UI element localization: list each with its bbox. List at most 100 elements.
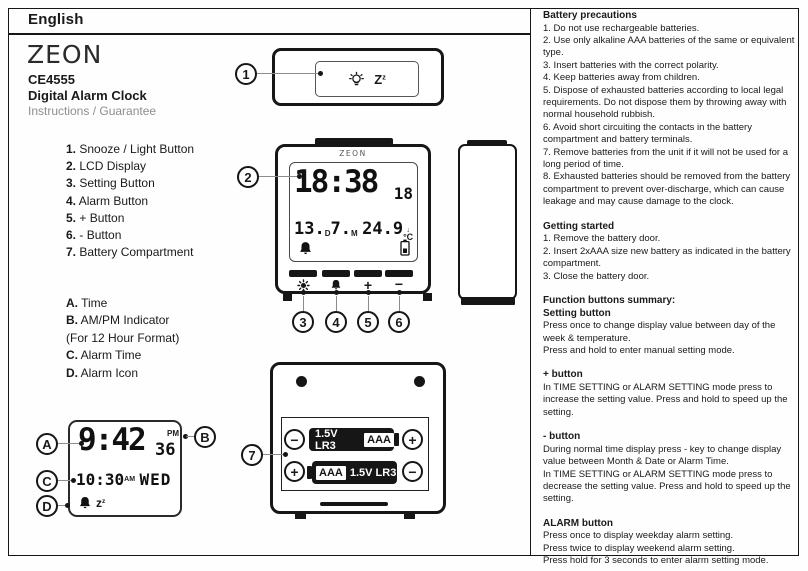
leader-3 bbox=[303, 296, 305, 311]
leader-dot-c bbox=[71, 478, 76, 483]
alarm-button-bar bbox=[322, 270, 350, 277]
part-item-1: 1. Snooze / Light Button bbox=[66, 142, 195, 156]
side-snooze-tab bbox=[467, 140, 507, 147]
lcd-detail-diagram: 9:42 PM 36 10:30AM WED zz bbox=[68, 420, 182, 517]
alarm-button-title: ALARM button bbox=[543, 517, 613, 529]
legend-item-d: D. Alarm Icon bbox=[66, 365, 139, 380]
leader-dot-5 bbox=[366, 290, 371, 295]
temp-trend-arrow-icon: ↓ bbox=[406, 227, 410, 234]
detail-seconds: 36 bbox=[155, 440, 176, 460]
setting-button-bar bbox=[289, 270, 317, 277]
alarm-time-row: 10:30AM WED bbox=[76, 470, 172, 489]
part-item-5: 5. + Button bbox=[66, 210, 125, 225]
setting-button-line-1: Press once to change display value betwe… bbox=[543, 320, 776, 344]
front-snooze-tab bbox=[315, 138, 393, 147]
battery-precautions-title: Battery precautions bbox=[543, 10, 637, 21]
plus-button-bar bbox=[354, 270, 382, 277]
front-logo: ZEON bbox=[339, 149, 367, 158]
leader-c bbox=[58, 480, 73, 482]
battery-door-slot bbox=[320, 502, 388, 506]
leader-dot-b bbox=[183, 434, 188, 439]
getting-started-3: 3. Close the battery door. bbox=[543, 270, 650, 282]
leader-b bbox=[186, 436, 195, 438]
leader-dot-3 bbox=[301, 290, 306, 295]
front-lcd-seconds: 18 bbox=[393, 184, 413, 203]
battery-precaution-8: 8. Exhausted batteries should be removed… bbox=[543, 171, 791, 208]
polarity-plus-2: + bbox=[284, 461, 305, 482]
part-item-6: 6. - Button bbox=[66, 227, 122, 242]
setting-button-line-2: Press and hold to enter manual setting m… bbox=[543, 344, 735, 356]
callout-b: B bbox=[194, 426, 216, 448]
snooze-light-button: Zz bbox=[315, 61, 419, 97]
front-lcd-date-row: 13.D7.M 24.9↓°C bbox=[294, 219, 414, 242]
leader-a bbox=[58, 443, 81, 445]
callout-4: 4 bbox=[325, 311, 347, 333]
leader-dot-7 bbox=[283, 452, 288, 457]
header-rule bbox=[8, 33, 531, 35]
display-legend: A. Time B. AM/PM Indicator (For 12 Hour … bbox=[66, 295, 179, 382]
front-foot-left bbox=[283, 293, 292, 301]
plus-button-line-1: In TIME SETTING or ALARM SETTING mode pr… bbox=[543, 381, 788, 418]
detail-time: 9:42 bbox=[78, 422, 147, 458]
front-lcd-time: 18:38 bbox=[294, 164, 379, 200]
back-foot-right bbox=[404, 511, 415, 519]
screw-right bbox=[414, 376, 425, 387]
battery-precaution-5: 5. Dispose of exhausted batteries accord… bbox=[543, 84, 787, 121]
part-item-2: 2. LCD Display bbox=[66, 159, 147, 174]
legend-item-b: B. AM/PM Indicator bbox=[66, 313, 170, 328]
part-item-3: 3. Setting Button bbox=[66, 176, 155, 191]
instructions-column: Battery precautions 1. Do not use rechar… bbox=[543, 10, 797, 568]
bell-icon bbox=[330, 279, 342, 291]
polarity-minus-1: − bbox=[284, 429, 305, 450]
battery-level-icon bbox=[400, 239, 410, 256]
page-border bbox=[8, 8, 799, 556]
front-lcd-display: 18:38 18 13.D7.M 24.9↓°C bbox=[289, 162, 418, 262]
part-item-7: 7. Battery Compartment bbox=[66, 245, 194, 260]
bulb-icon bbox=[348, 71, 365, 88]
column-divider bbox=[530, 8, 532, 555]
battery-precaution-7: 7. Remove batteries from the unit if it … bbox=[543, 146, 789, 171]
leader-4 bbox=[336, 296, 338, 311]
leader-5 bbox=[368, 296, 370, 311]
screw-left bbox=[296, 376, 307, 387]
battery-precaution-2: 2. Use only alkaline AAA batteries of th… bbox=[543, 35, 795, 59]
callout-c: C bbox=[36, 470, 58, 492]
polarity-plus-1: + bbox=[402, 429, 423, 450]
pm-indicator: PM bbox=[167, 429, 179, 438]
leader-dot-6 bbox=[397, 290, 402, 295]
model-number: CE4555 bbox=[28, 72, 75, 87]
parts-list: 1. Snooze / Light Button 2. LCD Display … bbox=[66, 141, 194, 261]
callout-6: 6 bbox=[388, 311, 410, 333]
setting-button-title: Setting button bbox=[543, 307, 611, 319]
battery-precaution-4: 4. Keep batteries away from children. bbox=[543, 72, 700, 84]
battery-1-terminal bbox=[394, 433, 399, 446]
leader-1 bbox=[257, 73, 319, 75]
polarity-minus-2: − bbox=[402, 461, 423, 482]
minus-button-title: - button bbox=[543, 431, 581, 443]
minus-button-line-2: In TIME SETTING or ALARM SETTING mode pr… bbox=[543, 468, 791, 505]
plus-symbol: + bbox=[363, 277, 373, 293]
minus-symbol: − bbox=[394, 276, 404, 292]
language-label: English bbox=[28, 11, 84, 28]
part-item-4: 4. Alarm Button bbox=[66, 193, 149, 208]
callout-a: A bbox=[36, 433, 58, 455]
snooze-zz-label: Zz bbox=[374, 71, 386, 87]
leader-7 bbox=[263, 454, 285, 456]
getting-started-title: Getting started bbox=[543, 220, 615, 232]
side-base bbox=[461, 297, 515, 305]
minus-button-bar bbox=[385, 270, 413, 277]
leader-dot-a bbox=[79, 441, 84, 446]
leader-dot-1 bbox=[318, 71, 323, 76]
alarm-button-line-3: Press hold for 3 seconds to enter alarm … bbox=[543, 555, 769, 567]
back-foot-left bbox=[295, 511, 306, 519]
callout-1: 1 bbox=[235, 63, 257, 85]
clock-side-view bbox=[458, 144, 517, 300]
battery-precaution-6: 6. Avoid short circuiting the contacts i… bbox=[543, 121, 752, 146]
leader-d bbox=[58, 505, 67, 507]
callout-3: 3 bbox=[292, 311, 314, 333]
plus-button-title: + button bbox=[543, 369, 583, 381]
leader-dot-2 bbox=[297, 174, 302, 179]
leader-2 bbox=[259, 176, 299, 178]
